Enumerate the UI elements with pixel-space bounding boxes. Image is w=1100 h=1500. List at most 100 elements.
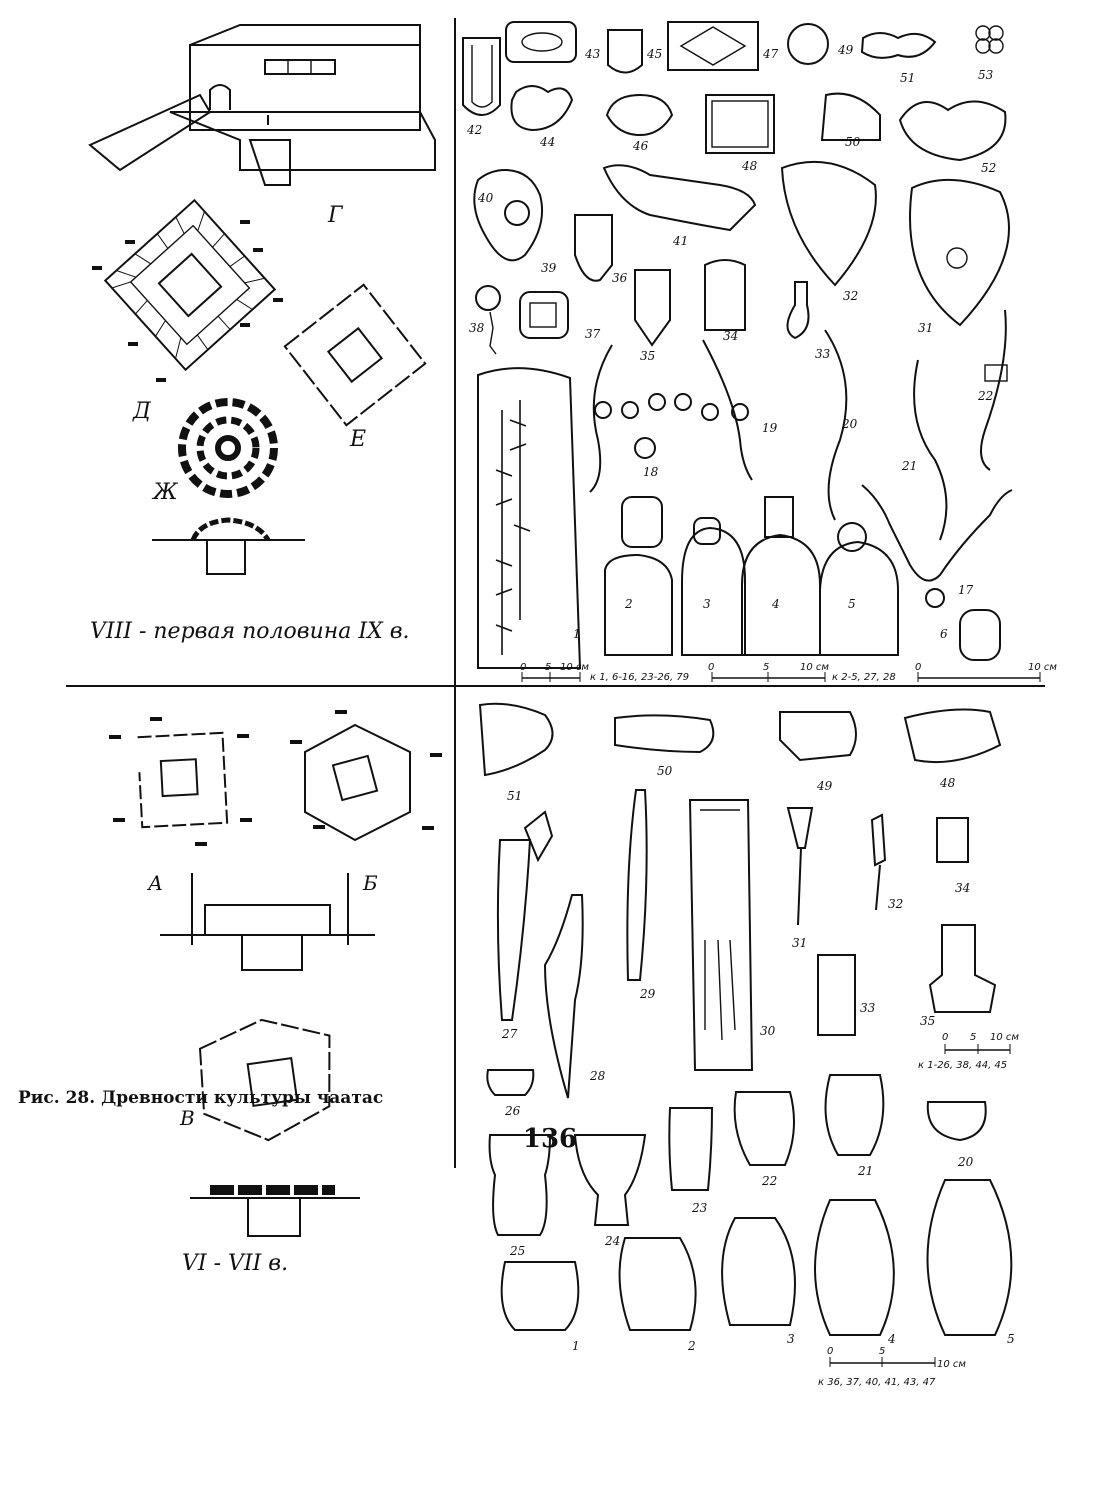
scale-bar-top-1: 0 5 10 см к 1, 6-16, 23-26, 79 bbox=[520, 662, 689, 683]
scale-bar-text: к 2-5, 27, 28 bbox=[832, 672, 896, 683]
section-profile-top bbox=[152, 517, 305, 575]
runic-stele bbox=[477, 367, 582, 669]
item-number-label: 32 bbox=[843, 289, 858, 303]
period-label-viii-ix: VIII - первая половина IX в. bbox=[90, 619, 410, 644]
scale-bar-text: 5 bbox=[763, 662, 769, 673]
enclosure-plan-square-open bbox=[137, 731, 229, 829]
item-number-label: 48 bbox=[939, 776, 956, 790]
scale-bar-text: к 1, 6-16, 23-26, 79 bbox=[590, 672, 689, 683]
item-number-labels-bottom: 51 50 49 48 27 28 29 30 31 32 33 34 35 2… bbox=[501, 764, 1015, 1353]
belt-plaques-row-1 bbox=[462, 21, 1007, 162]
scale-bar-text: 0 bbox=[520, 662, 526, 673]
item-number-label: 20 bbox=[957, 1155, 974, 1169]
scale-bar-text: 10 см bbox=[937, 1359, 966, 1370]
item-number-label: 20 bbox=[841, 417, 858, 431]
label-zh: Ж bbox=[151, 480, 179, 505]
scale-bar-text: к 36, 37, 40, 41, 43, 47 bbox=[818, 1377, 936, 1388]
item-number-label: 31 bbox=[792, 936, 807, 950]
item-number-label: 39 bbox=[541, 261, 557, 275]
belt-plaques-animal bbox=[478, 702, 1002, 777]
label-b: Б bbox=[362, 871, 378, 895]
label-d: Д bbox=[132, 399, 152, 424]
item-number-label: 26 bbox=[504, 1104, 521, 1118]
item-number-label: 18 bbox=[643, 465, 659, 479]
item-number-label: 24 bbox=[604, 1234, 620, 1248]
section-profile-bottom bbox=[190, 1185, 360, 1237]
item-number-label: 46 bbox=[632, 139, 649, 153]
enclosure-plan-d bbox=[103, 198, 277, 372]
item-number-label: 37 bbox=[585, 327, 601, 341]
item-number-label: 34 bbox=[955, 881, 970, 895]
item-number-label: 40 bbox=[477, 191, 494, 205]
scale-bar-text: 5 bbox=[970, 1032, 976, 1043]
post-holes-d bbox=[92, 220, 283, 382]
page-number: 136 bbox=[522, 1124, 578, 1154]
scale-bar-text: 5 bbox=[545, 662, 551, 673]
item-number-label: 43 bbox=[584, 47, 601, 61]
item-number-label: 21 bbox=[857, 1164, 873, 1178]
item-number-label: 3 bbox=[787, 1332, 795, 1346]
enclosure-plan-e bbox=[283, 283, 427, 427]
item-number-label: 29 bbox=[639, 987, 656, 1001]
item-number-label: 52 bbox=[981, 161, 996, 175]
stone-circle-zh bbox=[178, 398, 278, 498]
figure-caption: Рис. 28. Древности культуры чаатас bbox=[18, 1088, 384, 1108]
item-number-label: 44 bbox=[539, 135, 555, 149]
enclosure-plan-v bbox=[198, 1018, 331, 1142]
scale-bar-top-2: 0 5 10 см к 2-5, 27, 28 bbox=[708, 662, 896, 683]
item-number-label: 30 bbox=[760, 1024, 776, 1038]
item-number-label: 22 bbox=[761, 1174, 777, 1188]
item-number-label: 33 bbox=[860, 1001, 876, 1015]
item-number-label: 34 bbox=[723, 329, 738, 343]
post-holes-bl-2 bbox=[290, 710, 442, 830]
item-number-label: 21 bbox=[901, 459, 917, 473]
arrowheads-and-buckles bbox=[786, 807, 997, 1036]
label-g: Г bbox=[327, 203, 344, 228]
item-number-label: 50 bbox=[845, 135, 861, 149]
item-number-label: 25 bbox=[509, 1244, 525, 1258]
scale-bar-top-3: 0 10 см bbox=[915, 662, 1057, 682]
item-number-label: 4 bbox=[771, 597, 780, 611]
item-number-label: 38 bbox=[469, 321, 485, 335]
scale-bar-bottom-1: 0 5 10 см к 1-26, 38, 44, 45 bbox=[918, 1032, 1019, 1071]
scale-bar-text: 10 см bbox=[990, 1032, 1019, 1043]
knives-and-blades bbox=[496, 789, 648, 1099]
scale-bar-text: 10 см bbox=[800, 662, 829, 673]
item-number-label: 6 bbox=[940, 627, 948, 641]
item-number-label: 2 bbox=[687, 1339, 696, 1353]
buckles-and-rings-row-3 bbox=[475, 259, 810, 355]
scale-bar-bottom-2: 0 5 10 см к 36, 37, 40, 41, 43, 47 bbox=[818, 1346, 966, 1388]
item-number-label: 27 bbox=[501, 1027, 518, 1041]
period-label-vi-vii: VI - VII в. bbox=[182, 1251, 288, 1276]
item-number-label: 50 bbox=[657, 764, 673, 778]
item-number-label: 48 bbox=[741, 159, 758, 173]
item-number-label: 28 bbox=[589, 1069, 606, 1083]
scale-bar-text: 5 bbox=[879, 1346, 885, 1357]
scale-bar-text: 0 bbox=[827, 1346, 833, 1357]
item-number-label: 47 bbox=[762, 47, 779, 61]
item-number-label: 49 bbox=[816, 779, 833, 793]
section-a-b bbox=[160, 873, 375, 971]
label-e: Е bbox=[349, 427, 366, 452]
item-number-label: 35 bbox=[920, 1014, 935, 1028]
scale-bar-text: к 1-26, 38, 44, 45 bbox=[918, 1060, 1007, 1071]
stirrups bbox=[604, 484, 1013, 661]
scale-bar-text: 0 bbox=[915, 662, 921, 673]
item-number-labels-top: 42 43 44 45 46 47 48 49 50 51 52 53 40 3… bbox=[466, 43, 996, 641]
item-number-label: 17 bbox=[958, 583, 974, 597]
post-holes-bl-1 bbox=[109, 717, 252, 846]
scale-bar-text: 0 bbox=[708, 662, 714, 673]
scale-bar-text: 10 см bbox=[560, 662, 589, 673]
item-number-label: 41 bbox=[672, 234, 688, 248]
item-number-label: 5 bbox=[848, 597, 856, 611]
item-number-label: 1 bbox=[572, 1339, 580, 1353]
enclosure-plan-hexagonal bbox=[304, 723, 411, 842]
item-number-label: 19 bbox=[762, 421, 778, 435]
item-number-label: 23 bbox=[691, 1201, 708, 1215]
item-number-label: 53 bbox=[978, 68, 994, 82]
item-number-label: 31 bbox=[918, 321, 933, 335]
item-number-label: 2 bbox=[624, 597, 633, 611]
enclosure-perspective-drawing bbox=[88, 24, 436, 186]
item-number-label: 32 bbox=[888, 897, 903, 911]
